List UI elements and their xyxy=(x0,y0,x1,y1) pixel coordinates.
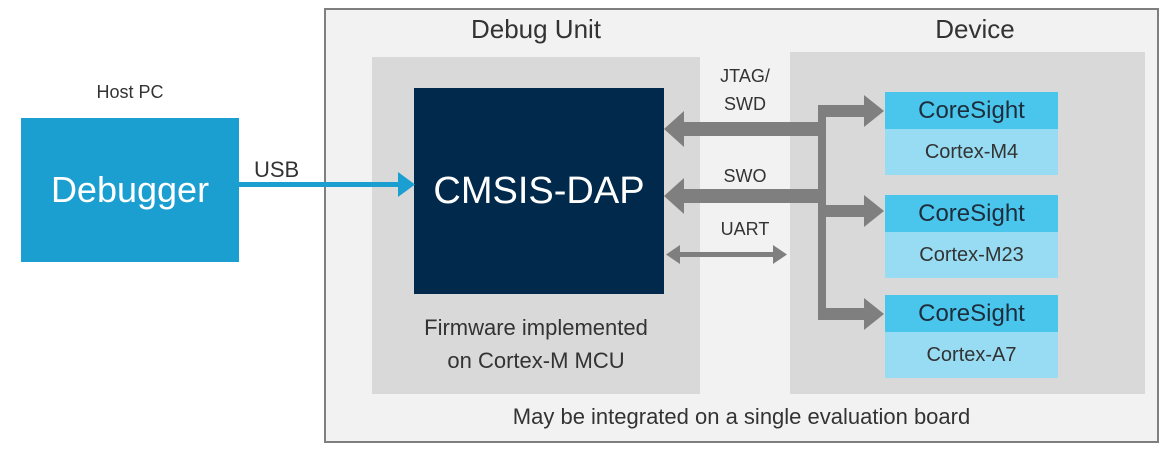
jtag-label-line-1: JTAG/ xyxy=(720,66,770,86)
cmsis-dap-label: CMSIS-DAP xyxy=(433,169,645,212)
core-cortex-m4: CoreSight Cortex-M4 xyxy=(885,92,1058,175)
swo-arrow xyxy=(664,178,818,214)
usb-label: USB xyxy=(254,157,300,182)
coresight-label: CoreSight xyxy=(885,195,1058,232)
core-name: Cortex-M4 xyxy=(885,129,1058,175)
core-cortex-a7: CoreSight Cortex-A7 xyxy=(885,295,1058,378)
debug-unit-title: Debug Unit xyxy=(470,14,602,44)
firmware-line-2: on Cortex-M MCU xyxy=(447,348,625,373)
uart-label: UART xyxy=(720,219,770,239)
usb-arrow xyxy=(239,172,415,197)
jtag-label-line-2: SWD xyxy=(724,94,766,114)
jtag-swd-arrow xyxy=(664,111,818,147)
swo-label: SWO xyxy=(723,166,767,186)
core-name: Cortex-M23 xyxy=(885,232,1058,278)
coresight-label: CoreSight xyxy=(885,295,1058,332)
core-name: Cortex-A7 xyxy=(885,332,1058,378)
bus-branch-cortex-m4 xyxy=(818,95,884,127)
firmware-line-1: Firmware implemented xyxy=(424,315,648,340)
coresight-label: CoreSight xyxy=(885,92,1058,129)
host-pc-label: Host PC xyxy=(96,82,164,102)
core-cortex-m23: CoreSight Cortex-M23 xyxy=(885,195,1058,278)
debugger-label: Debugger xyxy=(50,169,210,210)
board-caption: May be integrated on a single evaluation… xyxy=(512,404,971,429)
device-title: Device xyxy=(935,14,1015,44)
cmsis-dap-box: CMSIS-DAP xyxy=(414,88,664,294)
bus-branch-cortex-a7 xyxy=(818,298,884,330)
debugger-box: Debugger xyxy=(21,118,239,262)
bus-branch-cortex-m23 xyxy=(818,195,884,227)
uart-arrow xyxy=(666,245,787,264)
